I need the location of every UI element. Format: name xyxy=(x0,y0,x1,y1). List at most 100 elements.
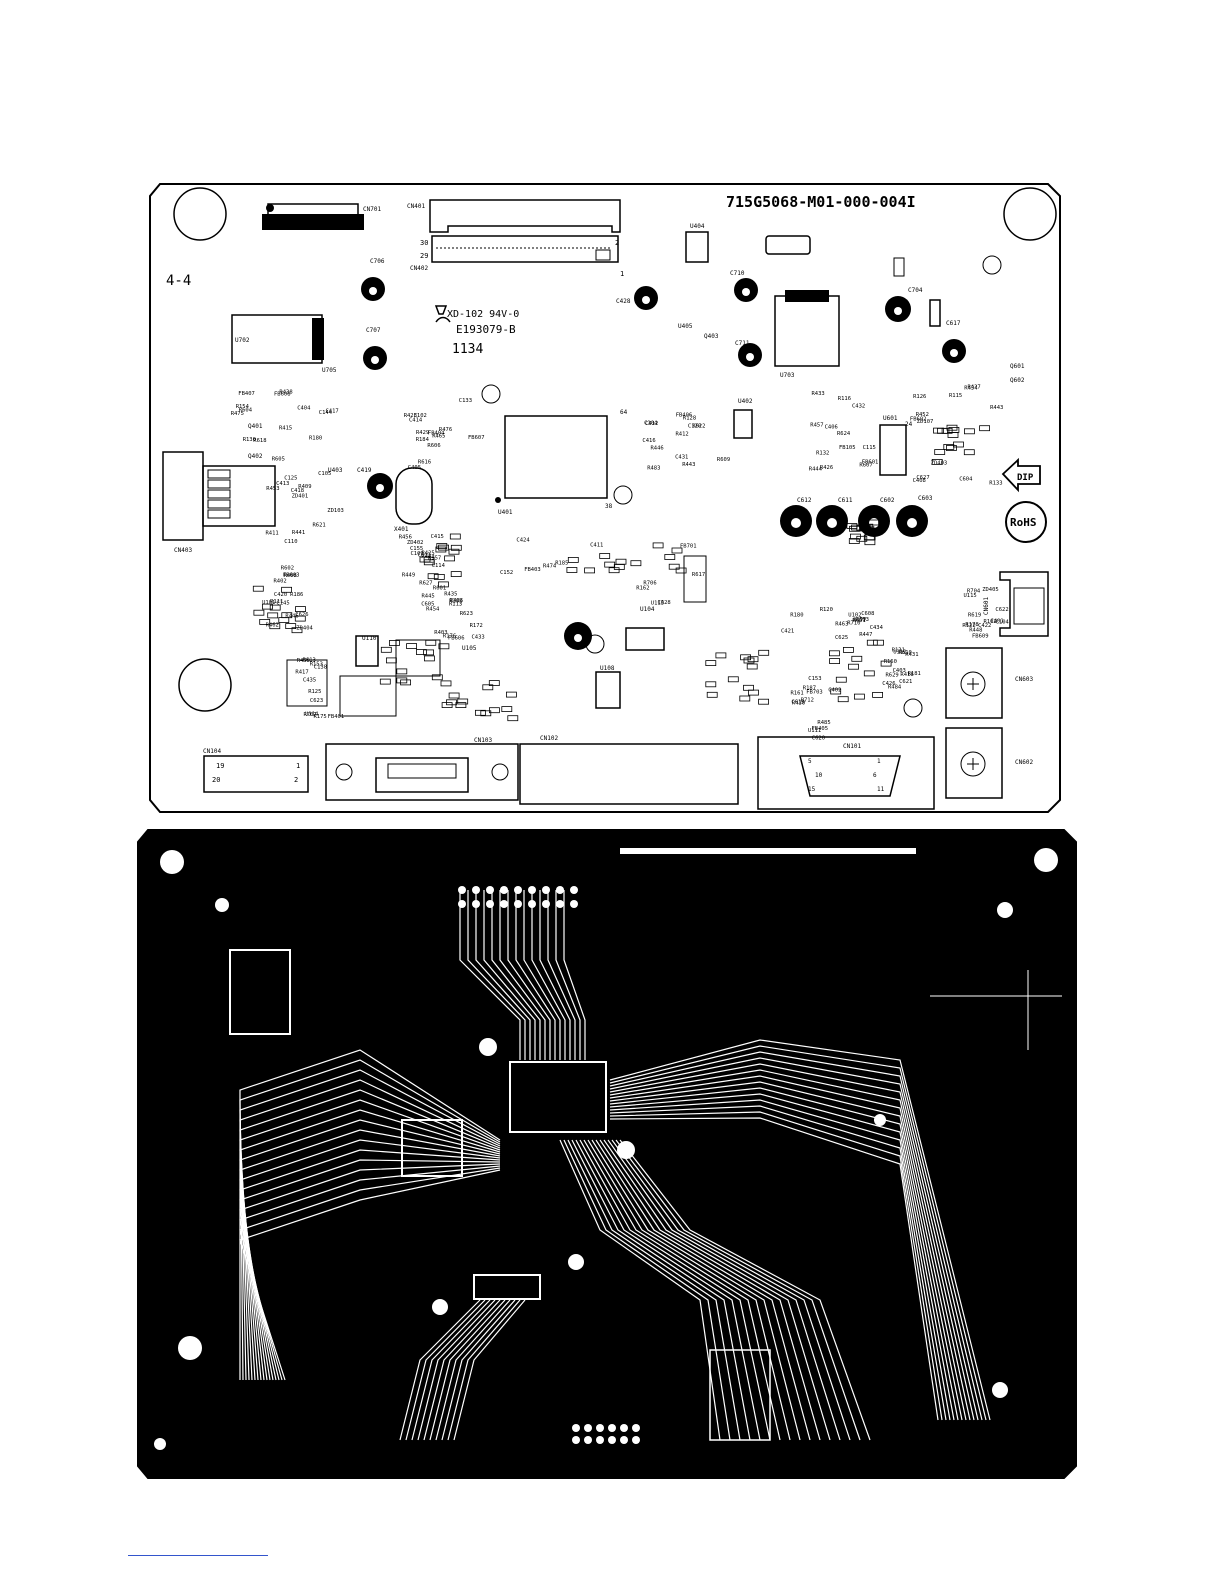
ref-designator: R431 xyxy=(905,652,918,658)
ref-designator: R103 xyxy=(449,599,462,605)
smd-pad xyxy=(979,425,990,432)
smd-pad xyxy=(829,650,840,657)
label-c710: C710 xyxy=(730,270,745,277)
pin-label: 19 xyxy=(216,762,224,770)
connector-cn603 xyxy=(945,647,1003,719)
copper-trace xyxy=(587,1139,791,1441)
ref-designator: R710 xyxy=(847,621,860,627)
ref-designator: R601 xyxy=(433,586,446,592)
pin-label: 20 xyxy=(212,776,220,784)
smd-pad xyxy=(566,567,578,573)
mount-screw xyxy=(335,763,353,781)
smd-pad xyxy=(427,573,439,580)
smd-pad xyxy=(931,458,943,465)
fuse-f702 xyxy=(893,257,905,277)
ref-designator: R417 xyxy=(295,669,308,675)
copper-board-outline xyxy=(137,829,1077,1479)
smd-pad xyxy=(567,557,579,563)
copper-trace xyxy=(405,1299,486,1441)
mounting-hole xyxy=(178,658,232,712)
copper-view xyxy=(137,829,1077,1479)
ref-designator: R621 xyxy=(313,523,326,529)
ref-designator: R176 xyxy=(443,633,456,639)
ref-designator: R443 xyxy=(682,462,695,468)
ref-designator: R132 xyxy=(816,451,829,457)
smd-pad xyxy=(423,649,435,656)
via xyxy=(617,1141,635,1159)
ref-designator: FB608 xyxy=(274,391,291,397)
copper-trace xyxy=(239,1099,501,1381)
pin-label: 29 xyxy=(420,252,428,260)
ref-designator: R181 xyxy=(908,671,921,677)
copper-trace xyxy=(239,1049,501,1380)
through-hole-pad xyxy=(570,900,578,908)
label-c611: C611 xyxy=(838,497,853,504)
ref-designator: R157 xyxy=(428,556,441,562)
label-u705: U705 xyxy=(322,367,337,374)
smd-pad xyxy=(630,560,642,567)
smd-pad xyxy=(880,660,892,667)
ref-designator: FB405 xyxy=(812,726,829,732)
ref-designator: R444 xyxy=(809,466,823,472)
pin-label: 38 xyxy=(605,503,613,510)
rohs-logo xyxy=(1005,501,1047,543)
smd-pad xyxy=(758,698,769,705)
ref-designator: ZD404 xyxy=(296,626,313,632)
connector-cn602 xyxy=(945,727,1003,799)
ref-designator: R606 xyxy=(427,443,440,449)
copper-trace xyxy=(609,1051,983,1421)
smd-pad xyxy=(856,535,868,542)
ref-designator: ZD103 xyxy=(327,508,344,514)
ref-designator: C144 xyxy=(319,410,333,416)
ref-designator: R185 xyxy=(555,561,568,567)
pin1-marker xyxy=(266,204,274,212)
copper-trace xyxy=(609,1099,951,1421)
copper-trace xyxy=(609,1075,967,1421)
ref-designator: R177 xyxy=(853,618,866,624)
ref-designator: R131 xyxy=(892,647,905,653)
ref-designator: C431 xyxy=(675,455,688,461)
ref-designator: R712 xyxy=(801,698,814,704)
smd-pad xyxy=(862,523,874,530)
ref-designator: U102 xyxy=(848,613,861,619)
copper-trace xyxy=(583,1139,781,1441)
smd-pad xyxy=(441,702,453,708)
date-code: 1134 xyxy=(452,342,483,357)
ref-designator: R474 xyxy=(543,564,557,570)
copper-trace xyxy=(523,890,561,1060)
smd-pad xyxy=(843,647,854,653)
ref-designator: R617 xyxy=(692,572,705,578)
smd-pad xyxy=(436,543,448,549)
smd-pad xyxy=(675,567,687,574)
ref-designator: R133 xyxy=(989,480,1002,486)
label-cn104: CN104 xyxy=(203,748,221,755)
smd-pad xyxy=(608,567,620,574)
ref-designator: R456 xyxy=(399,535,412,541)
connector-cn402 xyxy=(431,235,619,263)
smd-pad xyxy=(435,546,447,553)
ref-designator: R401 xyxy=(852,618,865,624)
ref-designator: R609 xyxy=(717,457,730,463)
ref-designator: C619 xyxy=(791,699,804,705)
ref-designator: R429 xyxy=(416,430,429,436)
crystal-x401 xyxy=(395,467,433,525)
smd-pad xyxy=(599,553,611,559)
copper-trace xyxy=(515,890,556,1060)
smd-pad xyxy=(448,548,460,555)
dip-arrow-icon xyxy=(1001,457,1041,493)
pin-label: 30 xyxy=(420,239,428,247)
copper-trace xyxy=(563,1139,731,1441)
pin1-pad xyxy=(595,249,611,261)
chip-u103 xyxy=(683,555,707,603)
copper-trace xyxy=(531,890,566,1060)
ref-designator: R604 xyxy=(239,407,253,413)
label-c428: C428 xyxy=(616,298,631,305)
ul-marking: XD-102 94V-0 xyxy=(447,309,519,320)
ref-designator: R438 xyxy=(279,390,292,396)
smd-pad xyxy=(444,555,456,562)
label-c419: C419 xyxy=(357,467,372,474)
copper-trace xyxy=(609,1093,955,1421)
copper-trace xyxy=(611,1139,851,1441)
chip-u108 xyxy=(595,671,621,709)
through-hole-pad xyxy=(596,1436,604,1444)
